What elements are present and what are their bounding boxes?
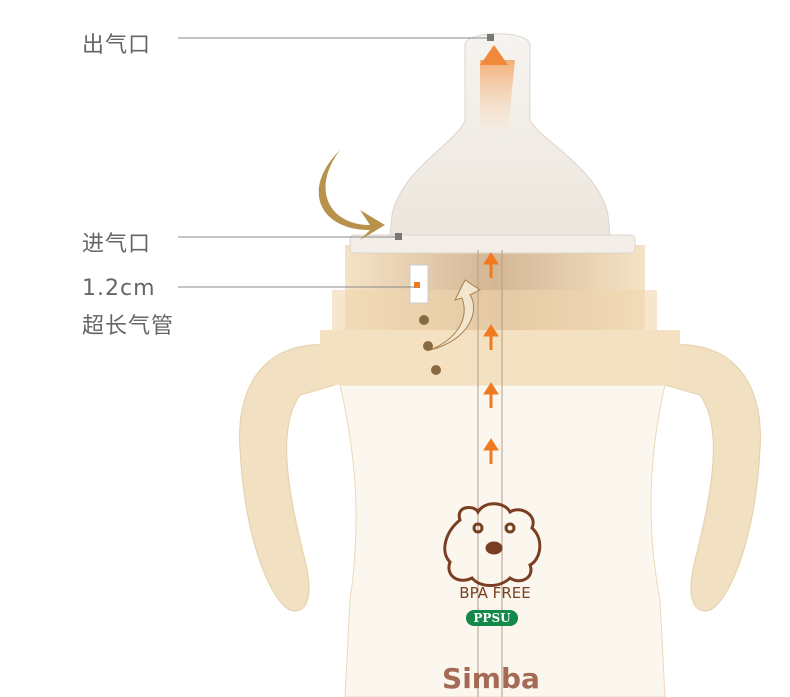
curved-arrow-inner [429, 279, 481, 351]
right-handle [664, 344, 761, 612]
airflow-arrows [483, 252, 499, 464]
arrow-icon [483, 252, 499, 278]
outlet-label: 出气口 [82, 33, 152, 58]
ppsu-badge: PPSU [466, 610, 518, 626]
lion-logo [443, 502, 542, 587]
bpa-free-text: BPA FREE [459, 584, 531, 602]
arrow-icon [483, 382, 499, 408]
nipple [389, 33, 611, 236]
inlet-label: 进气口 [82, 232, 152, 257]
arrow-icon [483, 324, 499, 350]
brand-logo: Simba [442, 662, 540, 695]
tube-length-label: 1.2cm [82, 276, 156, 301]
shoulder-band [320, 330, 680, 385]
curved-arrow-top [318, 150, 385, 240]
arrow-icon [483, 438, 499, 464]
left-handle [239, 344, 336, 612]
tube-desc-label: 超长气管 [82, 314, 175, 339]
